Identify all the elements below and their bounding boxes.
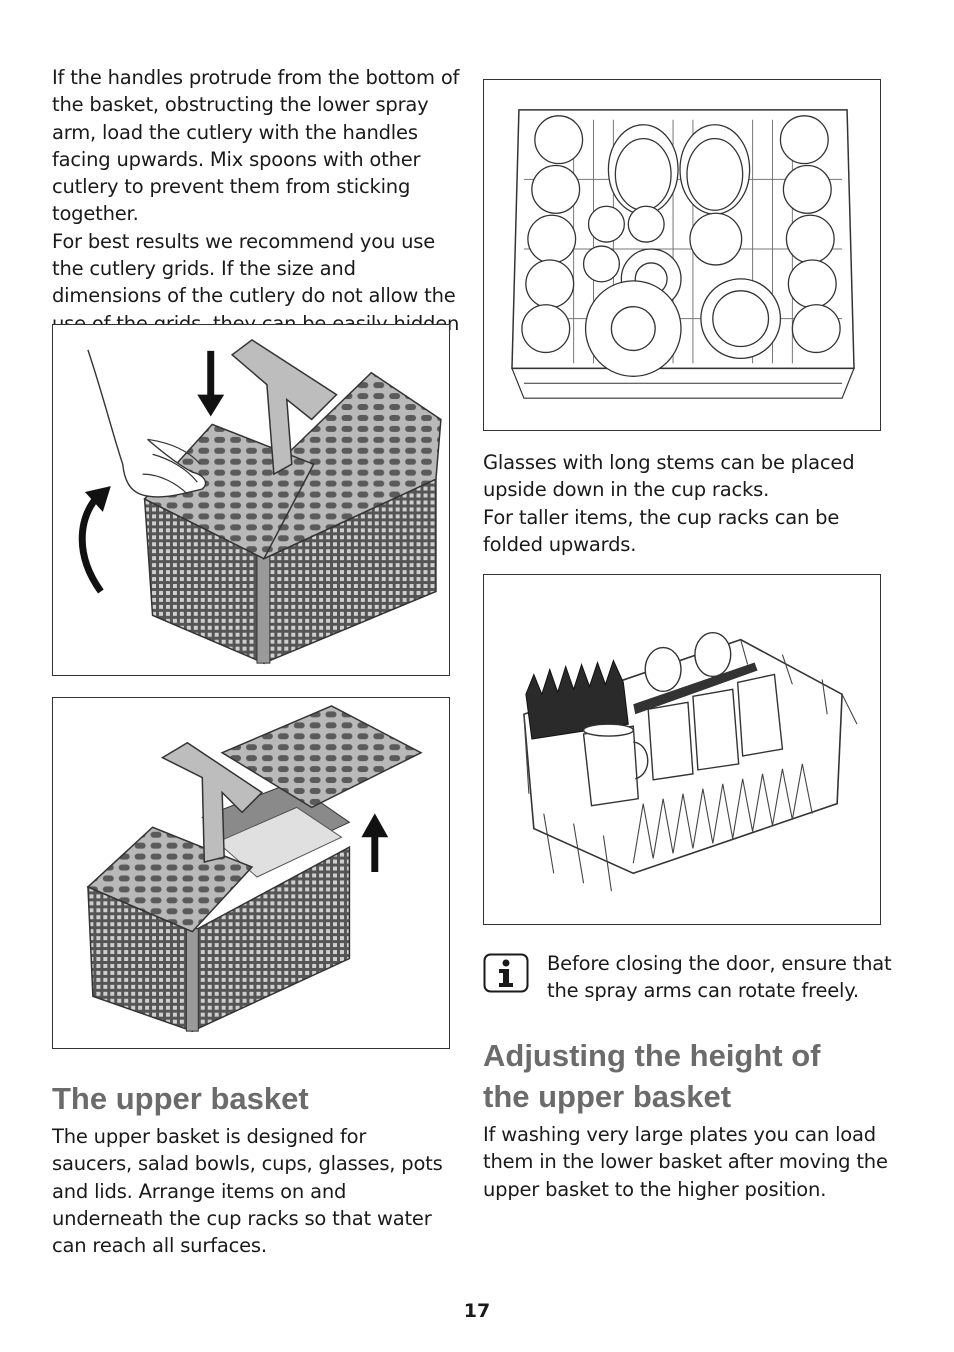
adjusting-text: If washing very large plates you can loa…: [483, 1121, 903, 1203]
info-note-paragraph: Before closing the door, ensure that the…: [547, 952, 892, 1003]
cup-racks-folded-illustration: [483, 574, 881, 925]
glasses-paragraph-1: Glasses with long stems can be placed up…: [483, 451, 855, 502]
glasses-paragraph-2: For taller items, the cup racks can be f…: [483, 505, 840, 556]
upper-basket-top-view-illustration: [483, 79, 881, 431]
adjusting-heading-line1: Adjusting the height of: [483, 1038, 821, 1073]
cutlery-basket-fold-illustration: [52, 324, 450, 676]
upper-basket-text: The upper basket is designed for saucers…: [52, 1123, 452, 1259]
upper-basket-paragraph: The upper basket is designed for saucers…: [52, 1125, 443, 1258]
adjusting-heading-line2: the upper basket: [483, 1079, 732, 1114]
glasses-text: Glasses with long stems can be placed up…: [483, 449, 903, 558]
cutlery-basket-lift-illustration: [52, 697, 450, 1049]
adjusting-heading: Adjusting the height of the upper basket: [483, 1035, 821, 1117]
intro-text: If the handles protrude from the bottom …: [52, 64, 462, 364]
info-note-text: Before closing the door, ensure that the…: [547, 950, 892, 1005]
intro-paragraph-1: If the handles protrude from the bottom …: [52, 66, 460, 226]
cutlery-basket-fold-drawing: [78, 339, 442, 665]
page-number: 17: [463, 1300, 491, 1322]
upper-basket-heading: The upper basket: [52, 1081, 309, 1116]
adjusting-paragraph: If washing very large plates you can loa…: [483, 1123, 888, 1201]
cutlery-basket-lift-drawing: [86, 705, 423, 1033]
cup-racks-folded-drawing: [523, 631, 858, 892]
upper-basket-top-view-drawing: [511, 109, 855, 399]
info-icon: [483, 953, 529, 993]
